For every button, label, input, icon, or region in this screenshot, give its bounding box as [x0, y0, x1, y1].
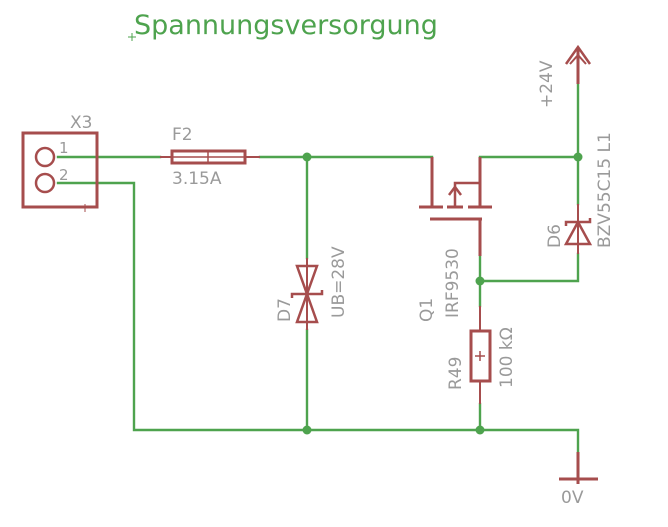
mosfet-name: Q1	[417, 298, 437, 322]
wire-gnd-bus[interactable]	[56, 181, 580, 454]
resistor-r49[interactable]: R49 100 kΩ	[446, 306, 517, 404]
zener-diode-d6[interactable]: D6 BZV55C15 L1	[545, 132, 615, 254]
ground-label: 0V	[561, 488, 584, 508]
sheet-title: Spannungsversorgung	[128, 10, 438, 41]
junction-dot	[573, 152, 583, 162]
connector-pin2-label: 2	[59, 166, 69, 184]
mosfet-value: IRF9530	[443, 248, 463, 318]
tvs-diode-d7[interactable]: D7 UB=28V	[275, 246, 349, 330]
fuse-f2[interactable]: F2 3.15A	[160, 125, 260, 189]
mosfet-q1[interactable]: Q1 IRF9530	[417, 157, 492, 322]
tvs-name: D7	[275, 298, 295, 322]
zener-name: D6	[545, 224, 565, 248]
junction-dot	[475, 425, 485, 435]
resistor-value: 100 kΩ	[497, 327, 517, 388]
junction-dot	[475, 276, 485, 286]
ground-0v[interactable]: 0V	[559, 452, 598, 508]
junction-dot	[302, 152, 312, 162]
junctions	[302, 152, 583, 435]
tvs-value: UB=28V	[329, 246, 349, 318]
fuse-name: F2	[172, 125, 193, 145]
connector-pin1-label: 1	[59, 139, 69, 157]
wires	[56, 82, 580, 454]
connector-name: X3	[70, 113, 92, 133]
supply-label: +24V	[537, 60, 557, 108]
junction-dot	[302, 425, 312, 435]
connector-x3[interactable]: X3 1 2	[21, 113, 99, 212]
resistor-name: R49	[446, 357, 466, 390]
fuse-value: 3.15A	[172, 169, 222, 189]
supply-24v[interactable]: +24V	[537, 44, 592, 108]
title-text: Spannungsversorgung	[134, 10, 438, 41]
wire-d6-gate[interactable]	[478, 252, 580, 283]
zener-value: BZV55C15 L1	[595, 132, 615, 248]
